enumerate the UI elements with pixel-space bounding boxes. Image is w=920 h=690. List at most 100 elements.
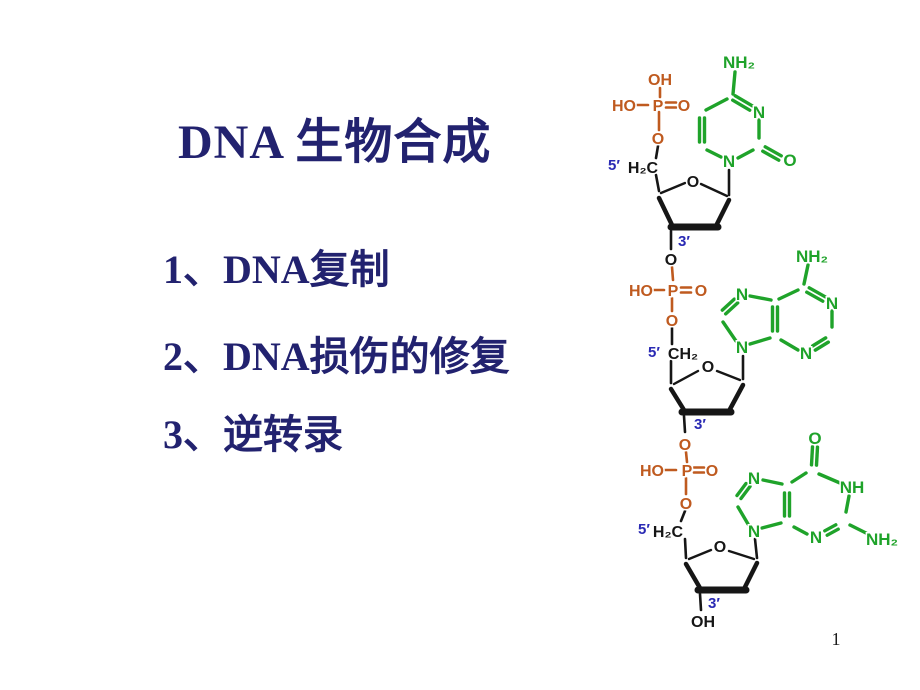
list-item-reverse-transcription: 3、逆转录 <box>163 412 343 457</box>
bond <box>683 561 703 591</box>
bond <box>713 197 732 229</box>
bond <box>779 338 800 352</box>
bond <box>807 286 827 299</box>
atom-label: CH₂ <box>668 346 698 363</box>
bond <box>720 297 737 312</box>
atom-label: O <box>665 252 677 269</box>
bond <box>699 182 729 198</box>
bond <box>715 369 742 382</box>
bond <box>668 386 687 413</box>
bond <box>654 173 661 193</box>
bond <box>687 548 713 561</box>
atom-label: 5′ <box>608 157 620 174</box>
bond <box>761 478 784 486</box>
atom-label: H₂C <box>628 160 659 177</box>
atom-label: 5′ <box>638 521 650 538</box>
atom-label: N <box>753 103 765 122</box>
bond <box>731 98 752 112</box>
bond <box>844 494 851 514</box>
bond <box>790 471 808 484</box>
bond <box>753 537 759 560</box>
bond <box>792 525 809 536</box>
bond <box>748 336 772 346</box>
atom-label: 5′ <box>648 344 660 361</box>
atom-label: N <box>748 469 760 488</box>
bond <box>761 149 781 162</box>
bond <box>723 301 740 316</box>
bond <box>733 94 754 108</box>
bond <box>731 70 737 96</box>
bond <box>777 288 800 301</box>
atom-label: NH₂ <box>866 530 898 549</box>
bond <box>705 148 723 159</box>
bond <box>802 263 810 286</box>
atom-label: O <box>702 359 714 376</box>
bond <box>721 320 738 343</box>
bond <box>682 414 687 434</box>
list-item-dna-replication: 1、DNA复制 <box>163 247 390 292</box>
bond <box>735 481 748 498</box>
bond <box>654 144 660 160</box>
bond <box>670 265 675 282</box>
bond <box>763 145 783 158</box>
bond <box>698 592 703 612</box>
atom-label: O <box>706 463 718 480</box>
atom-label: O <box>714 539 726 556</box>
atom-label: HO <box>612 98 636 115</box>
atom-label: OH <box>691 614 715 631</box>
atom-label: 3′ <box>694 416 706 433</box>
bond <box>726 382 746 414</box>
atom-label: HO <box>640 463 664 480</box>
atom-label: O <box>666 313 678 330</box>
atom-label: N <box>748 522 760 541</box>
atom-label: HO <box>629 283 653 300</box>
bond <box>741 560 760 592</box>
atom-label: NH₂ <box>723 53 755 72</box>
bond <box>760 521 783 530</box>
atom-label: O <box>678 98 690 115</box>
bond <box>814 445 820 467</box>
atom-label: N <box>736 338 748 357</box>
bond <box>809 445 815 467</box>
atom-label: OH <box>648 72 672 89</box>
atom-label: O <box>679 437 691 454</box>
atom-label: H₂C <box>653 524 684 541</box>
atom-label: 3′ <box>708 595 720 612</box>
bond <box>739 484 752 501</box>
atom-label: N <box>736 285 748 304</box>
bond <box>684 450 689 464</box>
bond <box>848 523 868 535</box>
bond <box>704 97 729 112</box>
bond <box>727 549 756 561</box>
bond <box>805 290 825 303</box>
bond <box>817 472 842 485</box>
bond <box>659 181 687 195</box>
atom-label: N <box>800 344 812 363</box>
atom-label: N <box>723 152 735 171</box>
bond <box>683 537 688 560</box>
atom-label: NH₂ <box>796 247 828 266</box>
atom-label: 3′ <box>678 233 690 250</box>
atom-label: P <box>668 283 679 300</box>
bond <box>813 340 831 352</box>
bond <box>679 509 687 523</box>
bond <box>672 369 700 386</box>
bond <box>656 195 675 228</box>
list-item-dna-damage-repair: 2、DNA损伤的修复 <box>163 334 510 379</box>
bond <box>825 527 840 537</box>
atom-label: N <box>826 294 838 313</box>
atom-label: O <box>687 174 699 191</box>
atom-label: NH <box>840 478 865 497</box>
page-number: 1 <box>831 629 841 649</box>
bond <box>823 523 838 533</box>
atom-label: N <box>810 528 822 547</box>
atom-label: O <box>808 429 821 448</box>
atom-label: P <box>682 463 693 480</box>
bond <box>736 505 750 526</box>
atom-label: O <box>652 131 664 148</box>
atom-label: O <box>783 151 796 170</box>
bond <box>748 294 773 302</box>
atom-label: P <box>653 98 664 115</box>
